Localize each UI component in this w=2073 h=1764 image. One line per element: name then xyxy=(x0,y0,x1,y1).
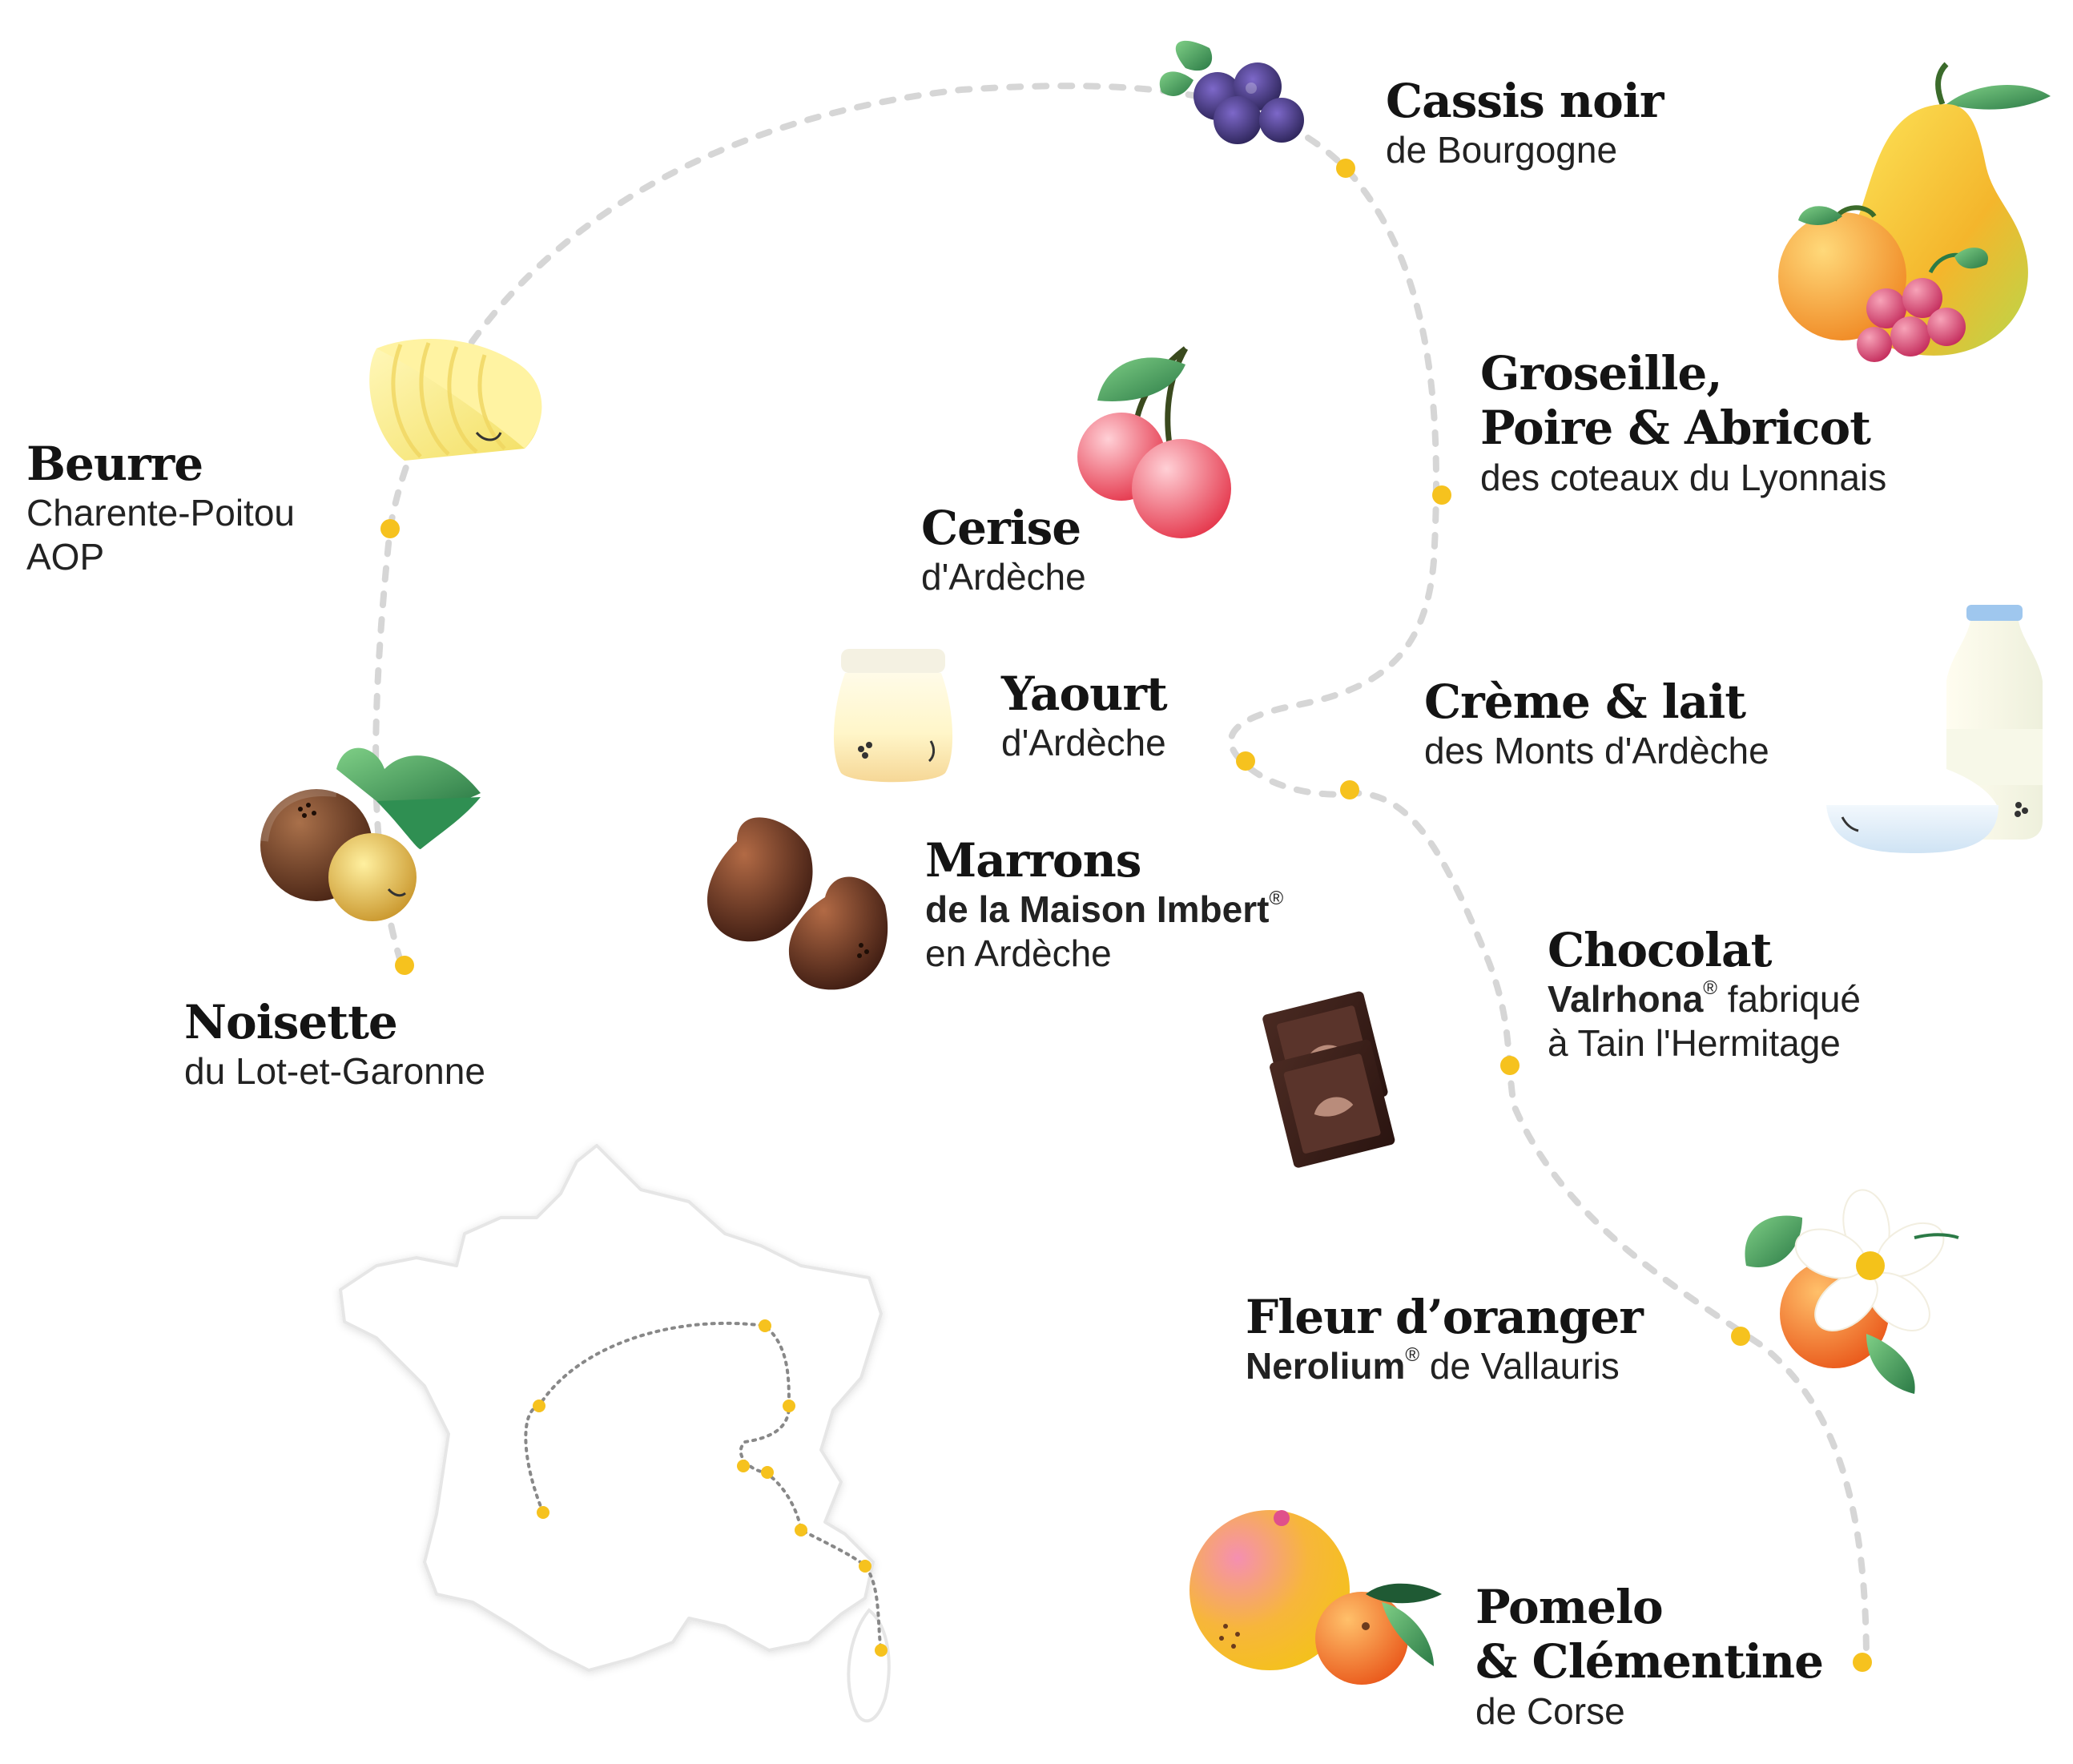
label-cerise: Cerise d'Ardèche xyxy=(921,501,1086,599)
subtitle-beurre-line1: Charente-Poitou xyxy=(26,492,295,534)
label-cassis: Cassis noir de Bourgogne xyxy=(1386,74,1664,172)
title-cerise: Cerise xyxy=(921,501,1081,555)
marker-pomelo xyxy=(1853,1653,1872,1672)
pear-apricot-redcurrant-icon xyxy=(1778,62,2051,362)
title-beurre: Beurre xyxy=(26,437,203,491)
label-yaourt: Yaourt d'Ardèche xyxy=(1001,667,1168,765)
blackcurrant-icon xyxy=(1159,40,1304,144)
label-pomelo: Pomelo & Clémentine de Corse xyxy=(1475,1580,1824,1733)
subtitle-beurre-line2: AOP xyxy=(26,535,105,578)
milk-cream-icon xyxy=(1826,605,2043,853)
title-groseille-line2: Poire & Abricot xyxy=(1480,401,1871,456)
cherry-icon xyxy=(1077,346,1231,538)
label-fleur: Fleur d’oranger Nerolium® de Vallauris xyxy=(1246,1290,1644,1388)
marker-creme xyxy=(1340,780,1359,799)
subtitle-cassis: de Bourgogne xyxy=(1386,129,1618,171)
subtitle-yaourt: d'Ardèche xyxy=(1001,722,1166,764)
subtitle-pomelo: de Corse xyxy=(1475,1689,1625,1732)
title-cassis: Cassis noir xyxy=(1386,74,1664,128)
subtitle-noisette: du Lot-et-Garonne xyxy=(184,1050,485,1093)
title-pomelo-line2: & Clémentine xyxy=(1475,1634,1824,1689)
registered-mark: ® xyxy=(1269,888,1284,910)
label-chocolat: Chocolat Valrhona® fabriqué à Tain l'Her… xyxy=(1548,923,1861,1065)
map-route xyxy=(524,1321,883,1652)
title-groseille-line1: Groseille, xyxy=(1480,346,1723,401)
title-marrons: Marrons xyxy=(925,833,1141,888)
subtitle-fleur: Nerolium® de Vallauris xyxy=(1246,1344,1643,1387)
subtitle-chocolat-line1: Valrhona® fabriqué xyxy=(1548,977,1861,1021)
subtitle-chocolat-line2: à Tain l'Hermitage xyxy=(1548,1021,1841,1064)
subtitle-marrons-line2: en Ardèche xyxy=(925,932,1112,974)
chocolate-squares-icon xyxy=(1262,991,1395,1168)
butter-icon xyxy=(369,339,542,461)
title-pomelo-line1: Pomelo xyxy=(1475,1580,1664,1634)
label-beurre: Beurre Charente-Poitou AOP xyxy=(26,437,295,578)
orange-blossom-icon xyxy=(1745,1189,1959,1394)
marker-beurre xyxy=(380,519,400,538)
subtitle-fleur-rest: de Vallauris xyxy=(1419,1345,1620,1387)
title-chocolat: Chocolat xyxy=(1548,923,1772,977)
subtitle-chocolat-rest: fabriqué xyxy=(1717,978,1861,1021)
label-groseille: Groseille, Poire & Abricot des coteaux d… xyxy=(1480,346,1886,499)
label-noisette: Noisette du Lot-et-Garonne xyxy=(184,995,485,1093)
subtitle-groseille: des coteaux du Lyonnais xyxy=(1480,456,1887,498)
hazelnut-icon xyxy=(260,747,481,921)
yogurt-jar-icon xyxy=(833,649,953,783)
marker-groseille xyxy=(1432,485,1451,505)
label-marrons: Marrons de la Maison Imbert® en Ardèche xyxy=(925,833,1283,975)
label-creme: Crème & lait des Monts d'Ardèche xyxy=(1424,675,1769,773)
pomelo-clementine-icon xyxy=(1189,1510,1442,1685)
registered-mark: ® xyxy=(1405,1344,1420,1367)
marker-fleur xyxy=(1731,1327,1750,1346)
marker-yaourt xyxy=(1236,751,1255,771)
title-creme: Crème & lait xyxy=(1424,675,1746,729)
registered-mark: ® xyxy=(1703,977,1717,1000)
brand-valrhona: Valrhona xyxy=(1548,978,1704,1021)
title-noisette: Noisette xyxy=(184,995,398,1049)
title-yaourt: Yaourt xyxy=(1001,667,1168,721)
chestnut-icon xyxy=(706,817,888,990)
location-markers xyxy=(380,159,1872,1672)
marker-cassis xyxy=(1336,159,1355,178)
title-fleur: Fleur d’oranger xyxy=(1246,1290,1644,1344)
subtitle-cerise: d'Ardèche xyxy=(921,556,1086,598)
subtitle-marrons-line1: de la Maison Imbert® xyxy=(925,888,1283,931)
marker-chocolat xyxy=(1500,1056,1520,1075)
brand-maison-imbert: de la Maison Imbert xyxy=(925,888,1270,931)
brand-nerolium: Nerolium xyxy=(1246,1345,1406,1387)
subtitle-creme: des Monts d'Ardèche xyxy=(1424,730,1769,772)
marker-noisette xyxy=(395,956,414,975)
france-map-icon xyxy=(339,1144,891,1723)
